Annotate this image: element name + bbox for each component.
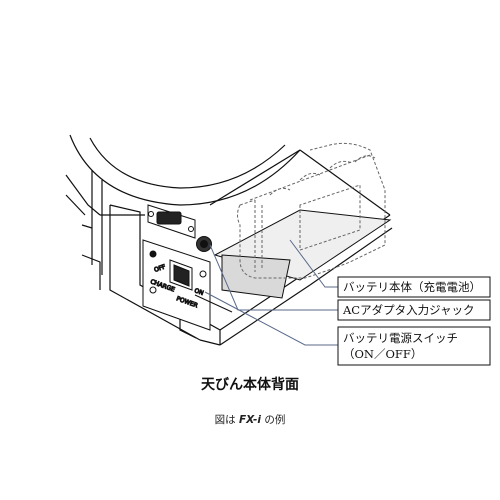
callout-battery-body: バッテリ本体（充電電池） [337, 276, 491, 298]
battery-cover [194, 254, 291, 313]
callout-battery-switch-text-2: （ON／OFF） [343, 347, 422, 361]
caption-prefix: 図は [214, 414, 236, 426]
caption-model: FX-i [239, 414, 261, 426]
caption-suffix: の例 [264, 414, 286, 426]
figure-caption: 図は FX-i の例 [0, 412, 500, 427]
label-off: OFF [153, 263, 167, 274]
dc-jack [196, 236, 212, 252]
callout-ac-adapter-text: ACアダプタ入力ジャック [342, 303, 475, 317]
balance-body [65, 149, 393, 346]
label-on: ON [193, 287, 204, 297]
weighing-pan [69, 134, 301, 206]
rs232c-connector [147, 204, 196, 239]
callout-battery-switch-text-1: バッテリ電源スイッチ [343, 331, 458, 345]
callout-battery-body-text: バッテリ本体（充電電池） [343, 280, 481, 294]
callout-ac-adapter: ACアダプタ入力ジャック [337, 299, 491, 321]
callout-battery-switch: バッテリ電源スイッチ （ON／OFF） [337, 326, 491, 366]
figure-title: 天びん本体背面 [201, 377, 299, 393]
callout-leaders [204, 239, 338, 346]
battery-pack [237, 142, 386, 279]
battery-switch-panel: OFF ON CHARGE POWER [142, 239, 211, 331]
